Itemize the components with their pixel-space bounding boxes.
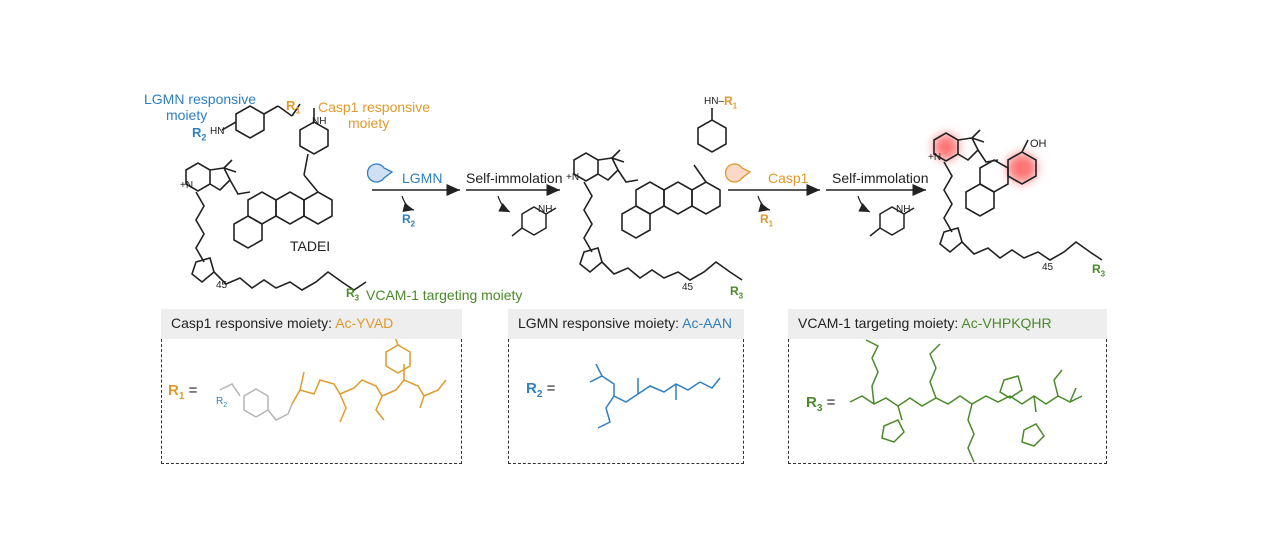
release-r2-label: R2 — [402, 212, 416, 229]
hn-label-tadei: HN — [210, 126, 225, 137]
nh-label-qm1: NH — [538, 204, 553, 215]
peg-repeat-1: 45 — [216, 280, 228, 291]
tadei-molecule — [185, 103, 367, 291]
r3-panel-label: R3 = — [806, 394, 836, 414]
product-molecule — [933, 129, 1103, 261]
r3-structure — [849, 339, 1083, 463]
vcam-panel-header: VCAM-1 targeting moiety: Ac-VHPKQHR — [788, 309, 1107, 339]
lgmn-panel-header: LGMN responsive moiety: Ac-AAN — [508, 309, 744, 339]
r2-in-r1-structure: R2 — [216, 396, 228, 409]
r3-label-tadei: R3 — [346, 286, 360, 303]
r2-panel-label: R2 = — [526, 380, 556, 400]
lgmn-panel — [508, 339, 744, 464]
tadei-label: TADEI — [290, 238, 331, 254]
r3-label-mol3: R3 — [1092, 262, 1106, 279]
lgmn-moiety-label: LGMN responsive moiety — [144, 91, 257, 123]
casp1-panel — [161, 339, 462, 464]
peg-repeat-2: 45 — [682, 282, 694, 293]
lgmn-enzyme-icon — [366, 163, 394, 183]
r1-panel-label: R1 = — [168, 382, 198, 402]
peg-repeat-3: 45 — [1042, 262, 1054, 273]
r2-structure — [589, 363, 721, 429]
r1-label-tadei: R1 — [286, 98, 301, 116]
r1-structure — [219, 329, 447, 423]
self-immolation-label-1: Self-immolation — [466, 170, 563, 186]
vcam-panel — [788, 339, 1107, 464]
plus-charge-2: +N — [566, 172, 580, 183]
r1-label-mol2: R1 — [724, 94, 738, 111]
release-r1-label: R1 — [760, 212, 774, 229]
nh-label-qm2: NH — [896, 204, 911, 215]
vcam-targeting-label: VCAM-1 targeting moiety — [366, 287, 523, 303]
intermediate-molecule — [573, 108, 743, 281]
casp1-panel-header: Casp1 responsive moiety: Ac-YVAD — [161, 309, 462, 339]
plus-charge-1: +N — [180, 180, 194, 191]
enzyme-lgmn-label: LGMN — [402, 170, 443, 186]
casp1-moiety-label: Casp1 responsive moiety — [318, 99, 431, 131]
oh-label: OH — [1030, 138, 1047, 150]
r3-label-mol2: R3 — [730, 284, 744, 301]
self-immolation-label-2: Self-immolation — [832, 170, 929, 186]
plus-charge-3: +N — [928, 152, 942, 163]
nh-label-tadei: NH — [312, 116, 327, 127]
casp1-enzyme-icon — [724, 163, 752, 183]
hn-r1-label-mol2: HN– — [704, 96, 725, 107]
enzyme-casp1-label: Casp1 — [768, 170, 809, 186]
r2-label-tadei: R2 — [192, 125, 207, 143]
